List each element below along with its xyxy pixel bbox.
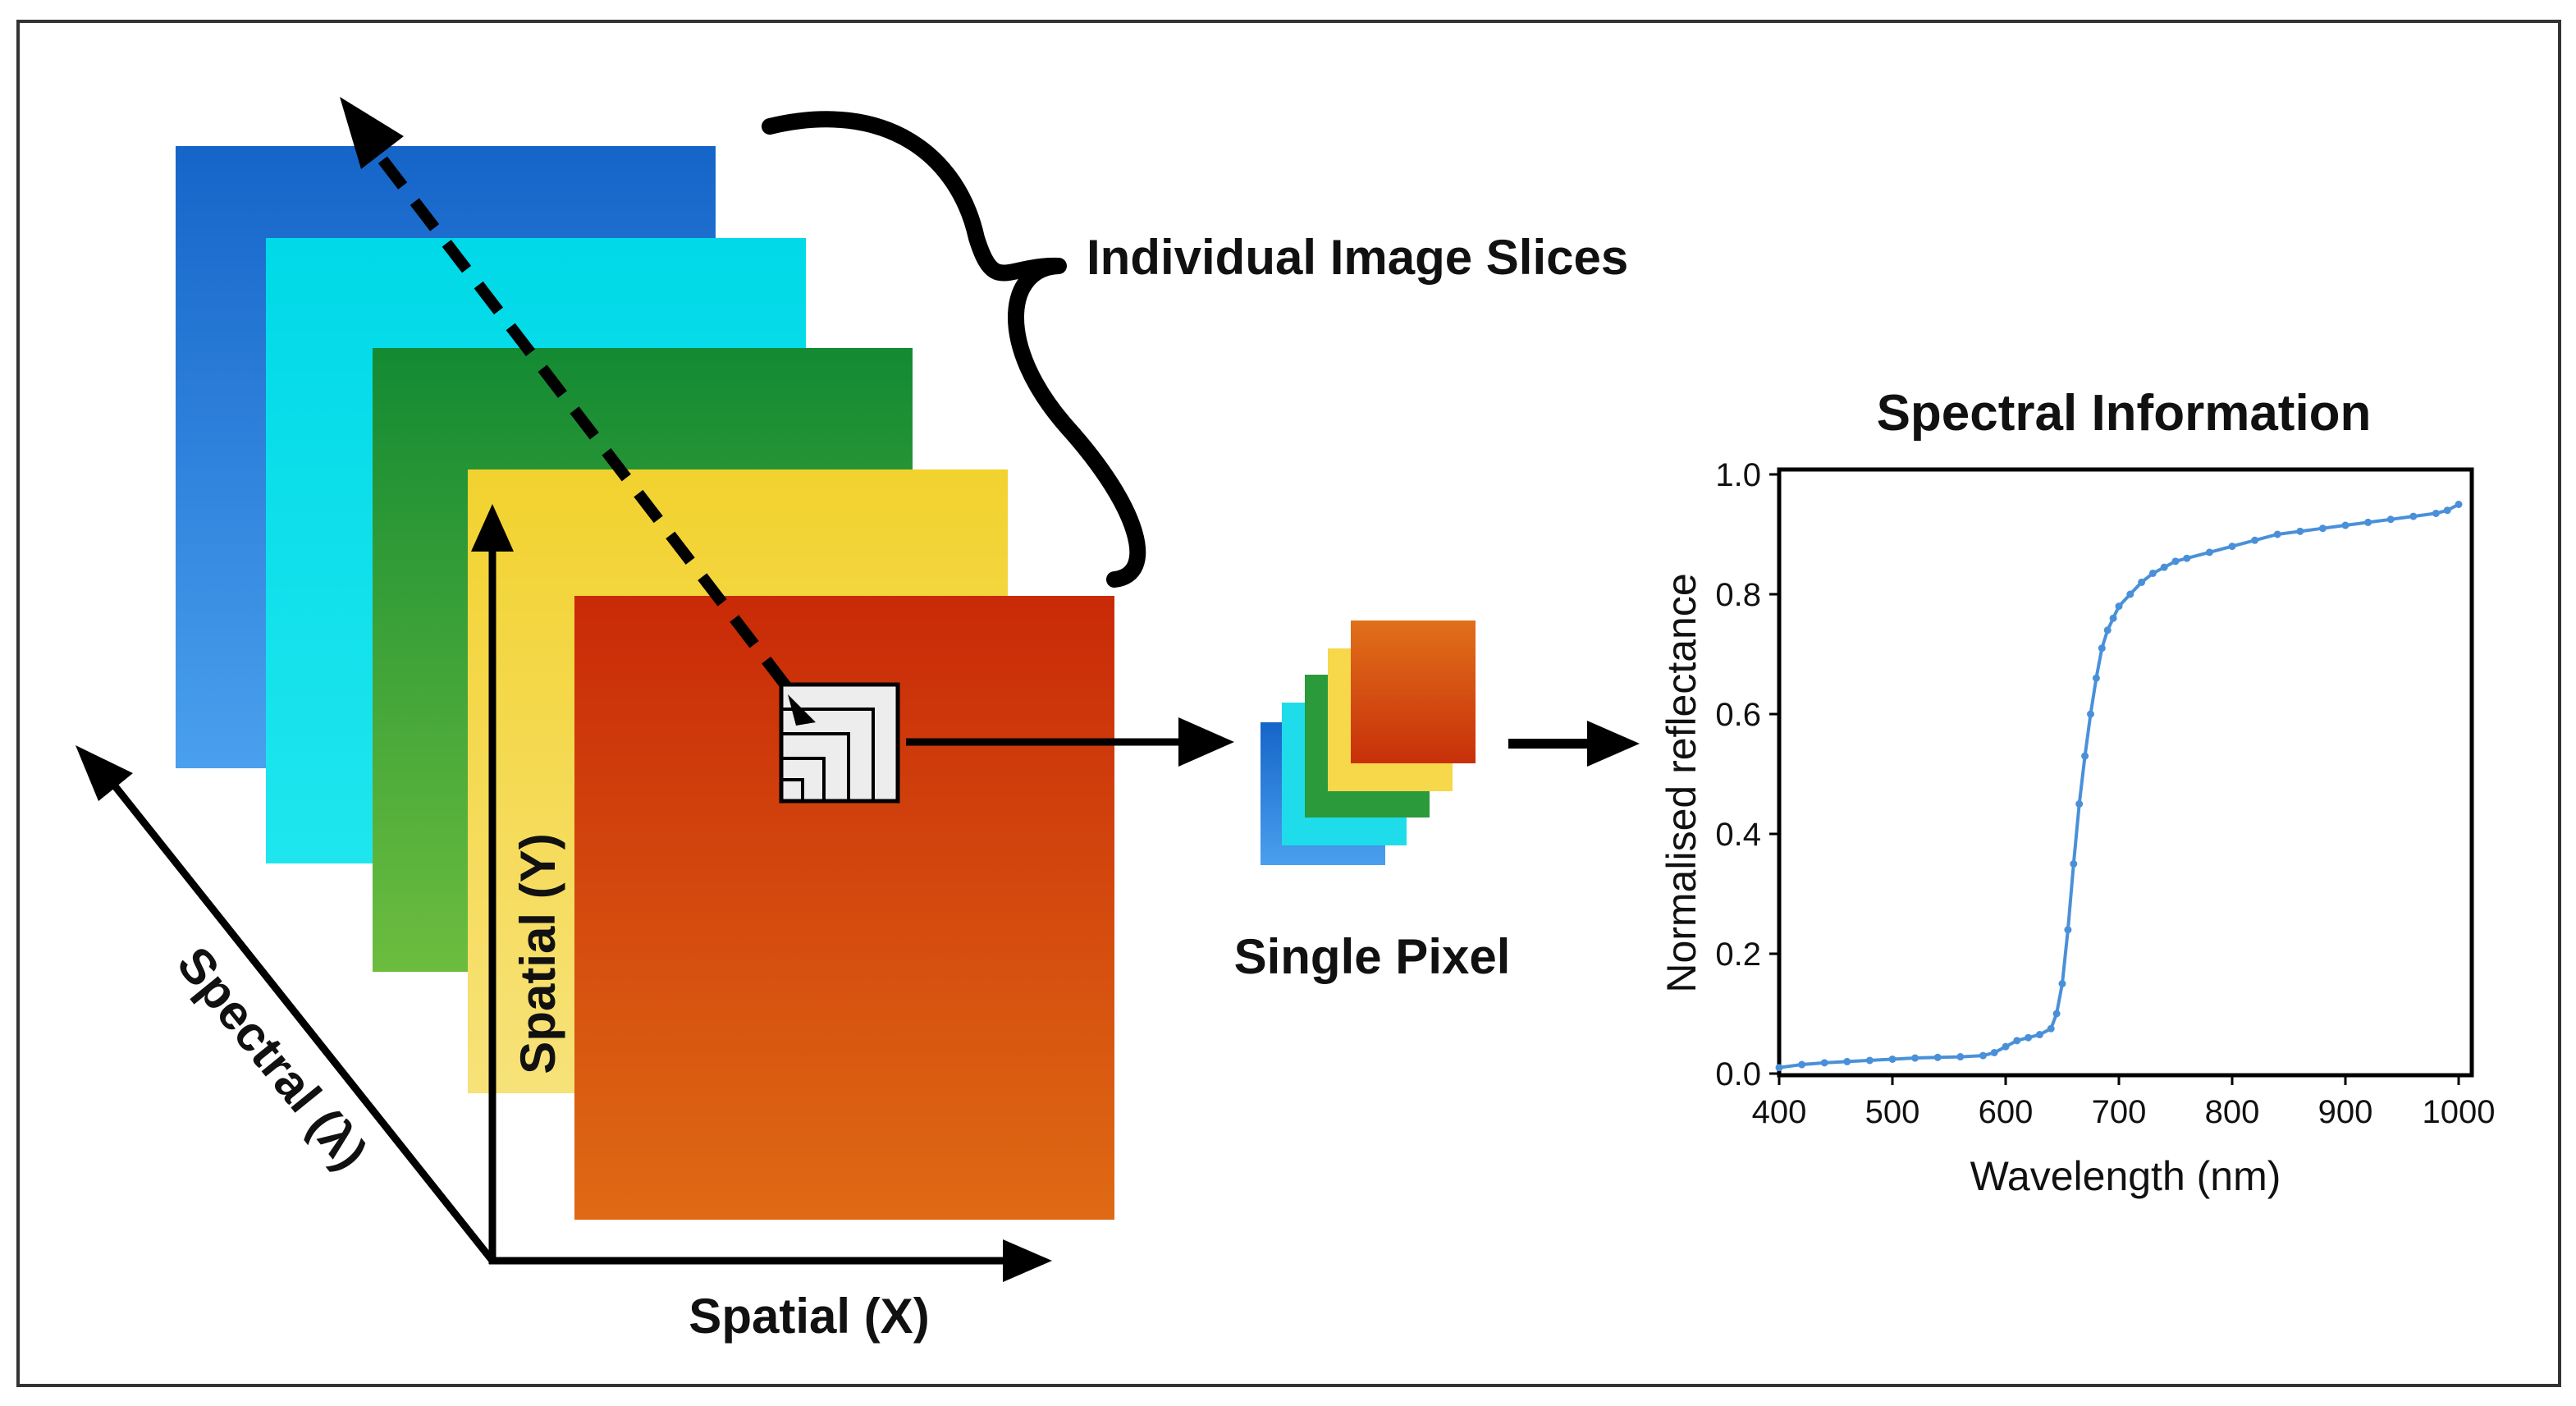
spectral-chart: Spectral Information 400 500 600 700 800 900 1… — [1659, 385, 2495, 1199]
pixel-box — [779, 682, 900, 804]
data-point — [2098, 644, 2106, 653]
data-point — [2228, 543, 2236, 551]
data-point — [2341, 521, 2350, 529]
y-tick-label: 0.4 — [1715, 817, 1761, 853]
data-point — [1798, 1060, 1806, 1069]
data-point — [2138, 578, 2146, 586]
data-point — [2205, 548, 2213, 556]
data-point — [2296, 527, 2304, 535]
data-point — [2455, 501, 2463, 508]
data-point — [1820, 1059, 1828, 1067]
x-tick-label: 600 — [1979, 1094, 2034, 1130]
data-point — [2409, 512, 2418, 520]
data-point — [1979, 1051, 1987, 1060]
data-point — [2058, 980, 2066, 987]
curly-brace — [762, 111, 1146, 588]
dashed-spectral-line — [368, 144, 791, 690]
x-tick-label: 700 — [2092, 1094, 2147, 1130]
data-point — [2064, 926, 2072, 934]
chart-plot-frame — [1777, 467, 2474, 1078]
single-pixel-label: Single Pixel — [1234, 929, 1511, 984]
y-tick-label: 0.8 — [1715, 577, 1761, 613]
individual-slices-label: Individual Image Slices — [1087, 230, 1628, 285]
spatial-y-axis — [471, 504, 514, 1264]
x-tick-label: 500 — [1865, 1094, 1920, 1130]
data-point — [1888, 1055, 1897, 1063]
data-point — [2070, 860, 2078, 868]
data-point — [2109, 614, 2117, 622]
data-point — [1956, 1053, 1965, 1061]
pixel-arrow-tip — [788, 694, 816, 726]
y-axis-label: Normalised reflectance — [1659, 573, 1704, 992]
data-point — [2025, 1033, 2033, 1042]
data-point — [2013, 1037, 2021, 1045]
data-point — [2386, 515, 2395, 524]
data-point — [2443, 506, 2451, 515]
data-point — [2148, 569, 2157, 577]
data-point — [2103, 626, 2112, 634]
data-point — [2035, 1031, 2043, 1039]
series-group — [1775, 501, 2463, 1072]
y-tick-label: 1.0 — [1715, 457, 1761, 493]
spatial-x-axis — [489, 1239, 1052, 1282]
chart-title: Spectral Information — [1877, 385, 2372, 442]
data-point — [2092, 674, 2100, 682]
y-tick-label: 0.6 — [1715, 697, 1761, 733]
data-point — [2273, 530, 2281, 538]
data-point — [2126, 590, 2134, 598]
data-point — [2160, 563, 2168, 571]
data-point — [2052, 1010, 2061, 1018]
data-point — [2075, 800, 2084, 808]
y-tick-label: 0.0 — [1715, 1056, 1761, 1092]
data-point — [2087, 710, 2094, 718]
data-point — [1933, 1053, 1942, 1061]
x-tick-label: 400 — [1752, 1094, 1807, 1130]
x-tick-label: 1000 — [2423, 1094, 2496, 1130]
data-point — [2251, 536, 2259, 544]
data-point — [1990, 1048, 1998, 1056]
data-point — [1843, 1057, 1851, 1065]
spatial-y-label: Spatial (Y) — [510, 833, 565, 1074]
x-tick-group: 400 500 600 700 800 900 1000 — [1752, 1075, 2496, 1130]
arrow-to-chart — [1508, 721, 1640, 767]
data-point — [2432, 509, 2440, 517]
data-point — [2183, 554, 2191, 562]
data-point — [2047, 1024, 2055, 1033]
data-point — [2171, 557, 2180, 566]
data-point — [2318, 524, 2327, 533]
spectral-axis — [75, 745, 496, 1263]
data-point — [2002, 1042, 2010, 1051]
x-tick-label: 800 — [2205, 1094, 2260, 1130]
data-point — [2364, 518, 2372, 526]
arrow-to-pixel-stack — [906, 717, 1234, 767]
x-tick-label: 900 — [2318, 1094, 2373, 1130]
data-point — [2115, 602, 2123, 611]
data-point — [1865, 1056, 1874, 1065]
data-point — [1775, 1064, 1783, 1072]
data-point — [1911, 1054, 1919, 1062]
spatial-x-label: Spatial (X) — [689, 1289, 929, 1344]
data-point — [2081, 752, 2089, 760]
y-tick-label: 0.2 — [1715, 937, 1761, 973]
pixel-slice-red — [1351, 621, 1476, 763]
dashed-arrow-head — [340, 97, 404, 169]
x-axis-label: Wavelength (nm) — [1970, 1153, 2281, 1199]
single-pixel-stack — [1261, 621, 1476, 865]
y-tick-group: 0.0 0.2 0.4 0.6 0.8 1.0 — [1715, 457, 1779, 1092]
